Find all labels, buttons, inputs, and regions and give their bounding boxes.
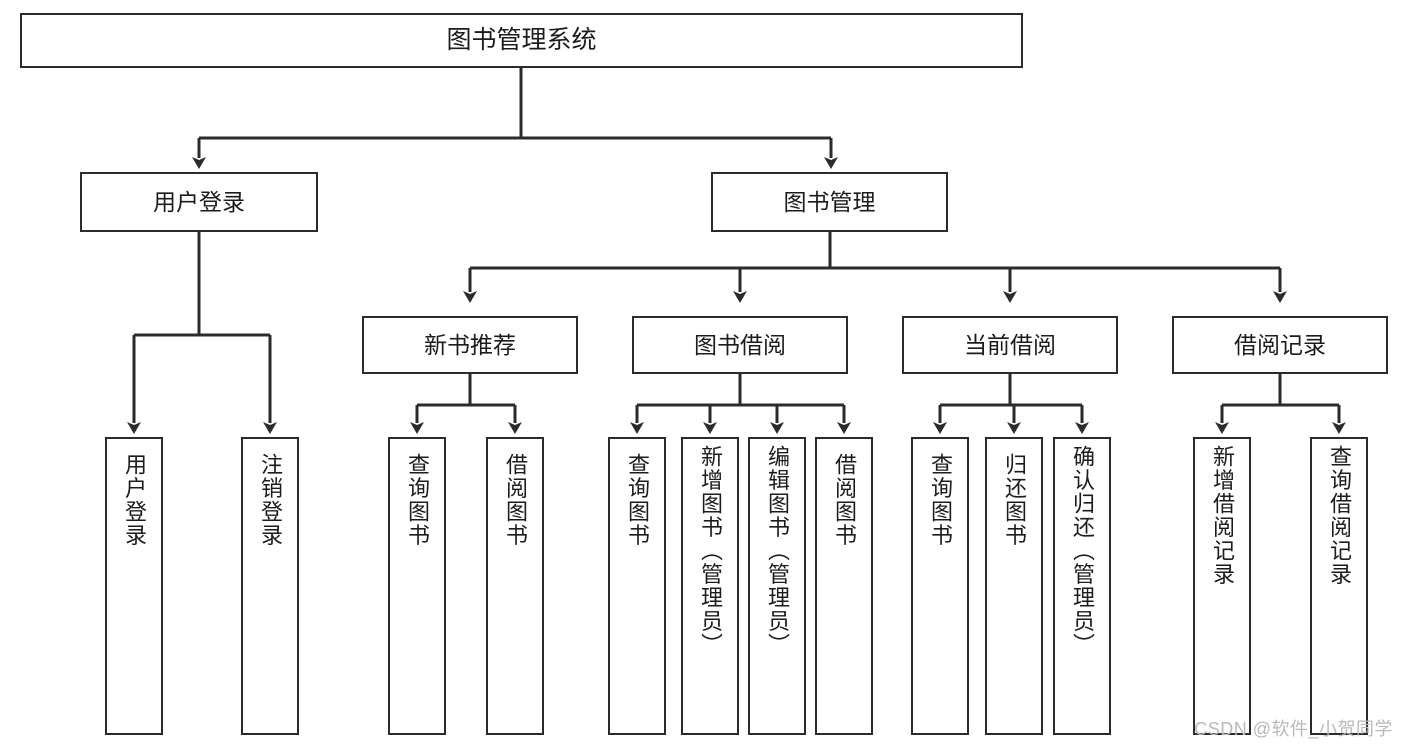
node-borrow-record-label: 借阅记录 <box>1234 331 1326 358</box>
node-new-book-rec[interactable]: 新书推荐 <box>362 316 578 374</box>
node-leaf-query-book-2-label: 查询图书 <box>624 453 650 547</box>
node-leaf-add-record[interactable]: 新增借阅记录 <box>1193 437 1251 735</box>
node-leaf-confirm-return-label: 确认归还（管理员） <box>1069 445 1095 657</box>
node-borrow-record[interactable]: 借阅记录 <box>1172 316 1388 374</box>
node-leaf-query-book-2[interactable]: 查询图书 <box>608 437 666 735</box>
node-leaf-borrow-book-2[interactable]: 借阅图书 <box>815 437 873 735</box>
node-current-borrow[interactable]: 当前借阅 <box>902 316 1118 374</box>
node-leaf-query-book-3-label: 查询图书 <box>927 453 953 547</box>
node-leaf-query-book-3[interactable]: 查询图书 <box>911 437 969 735</box>
node-leaf-query-book-1[interactable]: 查询图书 <box>388 437 446 735</box>
node-user-login-label: 用户登录 <box>153 188 245 215</box>
node-user-login[interactable]: 用户登录 <box>80 172 318 232</box>
node-leaf-borrow-book-1-label: 借阅图书 <box>502 453 528 547</box>
node-leaf-borrow-book-1[interactable]: 借阅图书 <box>486 437 544 735</box>
node-leaf-add-book-label: 新增图书（管理员） <box>697 445 723 657</box>
node-leaf-add-book[interactable]: 新增图书（管理员） <box>681 437 739 735</box>
node-leaf-edit-book[interactable]: 编辑图书（管理员） <box>748 437 806 735</box>
node-leaf-return-book[interactable]: 归还图书 <box>985 437 1043 735</box>
node-leaf-confirm-return[interactable]: 确认归还（管理员） <box>1053 437 1111 735</box>
node-leaf-query-record[interactable]: 查询借阅记录 <box>1310 437 1368 735</box>
node-leaf-add-record-label: 新增借阅记录 <box>1209 445 1235 586</box>
node-leaf-query-record-label: 查询借阅记录 <box>1326 445 1352 586</box>
node-leaf-borrow-book-2-label: 借阅图书 <box>831 453 857 547</box>
node-book-borrow[interactable]: 图书借阅 <box>632 316 848 374</box>
node-current-borrow-label: 当前借阅 <box>964 331 1056 358</box>
node-new-book-rec-label: 新书推荐 <box>424 331 516 358</box>
node-book-manage[interactable]: 图书管理 <box>711 172 948 232</box>
csdn-watermark: CSDN @软件_小贺同学 <box>1194 719 1393 739</box>
node-leaf-logout-login[interactable]: 注销登录 <box>241 437 299 735</box>
node-leaf-return-book-label: 归还图书 <box>1001 453 1027 547</box>
node-leaf-edit-book-label: 编辑图书（管理员） <box>764 445 790 657</box>
node-book-manage-label: 图书管理 <box>783 188 876 215</box>
node-leaf-query-book-1-label: 查询图书 <box>404 453 430 547</box>
node-book-borrow-label: 图书借阅 <box>694 331 786 358</box>
node-leaf-user-login-label: 用户登录 <box>121 453 147 547</box>
node-leaf-logout-login-label: 注销登录 <box>257 453 283 547</box>
node-leaf-user-login[interactable]: 用户登录 <box>105 437 163 735</box>
node-root[interactable]: 图书管理系统 <box>20 13 1023 68</box>
node-root-label: 图书管理系统 <box>446 26 597 54</box>
